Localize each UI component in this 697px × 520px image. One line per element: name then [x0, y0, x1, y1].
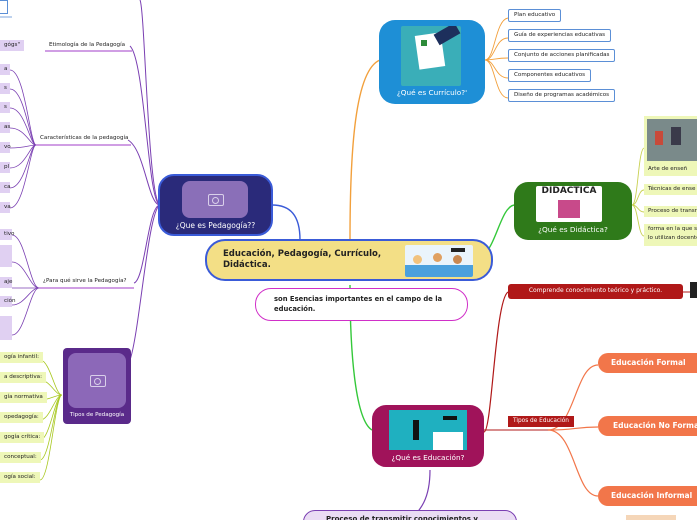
branch-label: Características de la pedagogía — [40, 135, 129, 141]
leaf-tipo-5[interactable]: conceptual: — [0, 452, 41, 463]
person-shape — [413, 420, 419, 440]
pedagogia-node[interactable]: ¿Que es Pedagogía?? — [158, 174, 273, 236]
didactica-leaf-image[interactable]: Arte de enseñ — [644, 116, 697, 176]
tipos-pedagogia-node[interactable]: Tipos de Pedagogía — [63, 348, 131, 424]
educacion-title: ¿Qué es Educación? — [391, 453, 465, 462]
curriculo-title: ¿Qué es Currículo?' — [396, 88, 468, 97]
leaf-caracteristicas-6[interactable]: ca — [0, 182, 11, 193]
central-note[interactable]: son Esencias importantes en el campo de … — [255, 288, 468, 321]
desk-shape — [405, 265, 473, 277]
student-head — [453, 255, 462, 264]
didactica-leaf-3[interactable]: forma en la que s lo utilizan docente — [644, 224, 697, 246]
leaf-para-que-1[interactable]: aje — [0, 277, 12, 288]
leaf-caracteristicas-5[interactable]: pl — [0, 162, 10, 173]
didactica-leaf-0: Arte de enseñ — [648, 166, 688, 172]
educacion-formal[interactable]: Educación Formal — [598, 353, 697, 373]
didactica-title: ¿Qué es Didáctica? — [538, 225, 608, 234]
student-head — [413, 255, 422, 264]
educacion-node[interactable]: ¿Qué es Educación? — [372, 405, 484, 467]
leaf-tipo-3[interactable]: opedagogía: — [0, 412, 43, 423]
curriculo-leaf-4[interactable]: Diseño de programas académicos — [508, 89, 616, 102]
leaf-caracteristicas-0[interactable]: a — [0, 64, 10, 75]
leaf-caracteristicas-7[interactable]: va — [0, 202, 11, 213]
branch-para-que-sirve[interactable]: ¿Para qué sirve la Pedagogía? — [39, 276, 130, 287]
didactica-leaf-1[interactable]: Técnicas de ense — [644, 184, 697, 195]
central-title: Educación, Pedagogía, Currículo, Didácti… — [223, 249, 382, 270]
didactica-illustration: DIDÁCTICA — [536, 186, 602, 222]
curriculo-leaf-3[interactable]: Componentes educativos — [508, 69, 592, 82]
curriculum-illustration — [401, 26, 461, 86]
leaf-etimologia-0[interactable]: gógs" — [0, 40, 25, 51]
camera-icon — [208, 194, 224, 206]
person-shape — [655, 131, 663, 145]
hand-sleeve — [433, 26, 461, 46]
branch-etimologia[interactable]: Etimología de la Pedagogía — [45, 40, 129, 51]
didactica-image-art — [558, 200, 580, 218]
partial-leaf-bottom — [626, 515, 676, 520]
leaf-tipo-6[interactable]: ogía social: — [0, 472, 40, 483]
students-illustration — [405, 245, 473, 277]
graduation-cap-icon — [443, 416, 457, 420]
check-icon — [421, 40, 427, 46]
educacion-proceso-node[interactable]: Proceso de transmitir conocimientos y — [303, 510, 517, 520]
didactica-image-text: DIDÁCTICA — [541, 186, 597, 196]
leaf-para-que-0[interactable]: tivo — [0, 229, 14, 240]
comprende-node[interactable]: Comprende conocimiento teórico y práctic… — [508, 284, 683, 299]
stairs-shape — [433, 432, 463, 450]
education-illustration — [389, 410, 467, 450]
camera-icon — [90, 375, 106, 387]
leaf-tipo-2[interactable]: gía normativa — [0, 392, 47, 403]
branch-label: ¿Para qué sirve la Pedagogía? — [43, 278, 127, 284]
leaf-para-que-blank-2[interactable] — [0, 316, 12, 340]
person-shape — [671, 127, 681, 145]
curriculo-node[interactable]: ¿Qué es Currículo?' — [379, 20, 485, 104]
student-head — [433, 253, 442, 262]
didactica-node[interactable]: DIDÁCTICA ¿Qué es Didáctica? — [514, 182, 632, 240]
classroom-photo — [647, 119, 697, 161]
partial-leaf-top — [0, 0, 8, 14]
branch-caracteristicas[interactable]: Características de la pedagogía — [36, 133, 133, 144]
didactica-leaf-3-line1: forma en la que s — [648, 226, 697, 232]
tipos-educacion-node[interactable]: Tipos de Educación — [508, 416, 574, 427]
curriculo-leaf-2[interactable]: Conjunto de acciones planificadas — [508, 49, 616, 62]
leaf-caracteristicas-3[interactable]: as — [0, 122, 10, 133]
graduation-cap-icon — [451, 248, 465, 252]
leaf-tipo-0[interactable]: ogía infantil: — [0, 352, 43, 363]
leaf-caracteristicas-1[interactable]: s — [0, 83, 10, 94]
didactica-leaf-2[interactable]: Proceso de transr — [644, 206, 697, 217]
leaf-caracteristicas-2[interactable]: s — [0, 102, 10, 113]
curriculo-leaf-0[interactable]: Plan educativo — [508, 9, 562, 22]
pedagogia-title: ¿Que es Pedagogía?? — [175, 221, 256, 230]
central-topic[interactable]: Educación, Pedagogía, Currículo, Didácti… — [205, 239, 493, 281]
educacion-informal[interactable]: Educación Informal — [598, 486, 697, 506]
partial-node-right — [690, 282, 697, 298]
leaf-para-que-2[interactable]: ción — [0, 296, 16, 307]
tipos-pedagogia-label: Tipos de Pedagogía — [69, 412, 125, 418]
leaf-para-que-blank[interactable] — [0, 245, 12, 267]
leaf-caracteristicas-4[interactable]: vo — [0, 142, 11, 153]
leaf-tipo-4[interactable]: gogía crítica: — [0, 432, 45, 443]
curriculo-leaf-1[interactable]: Guía de experiencias educativas — [508, 29, 612, 42]
branch-label: Etimología de la Pedagogía — [49, 42, 126, 48]
didactica-leaf-3-line2: lo utilizan docente — [648, 235, 697, 241]
leaf-tipo-1[interactable]: a descriptiva: — [0, 372, 46, 383]
educacion-no-formal[interactable]: Educación No Formal — [598, 416, 697, 436]
